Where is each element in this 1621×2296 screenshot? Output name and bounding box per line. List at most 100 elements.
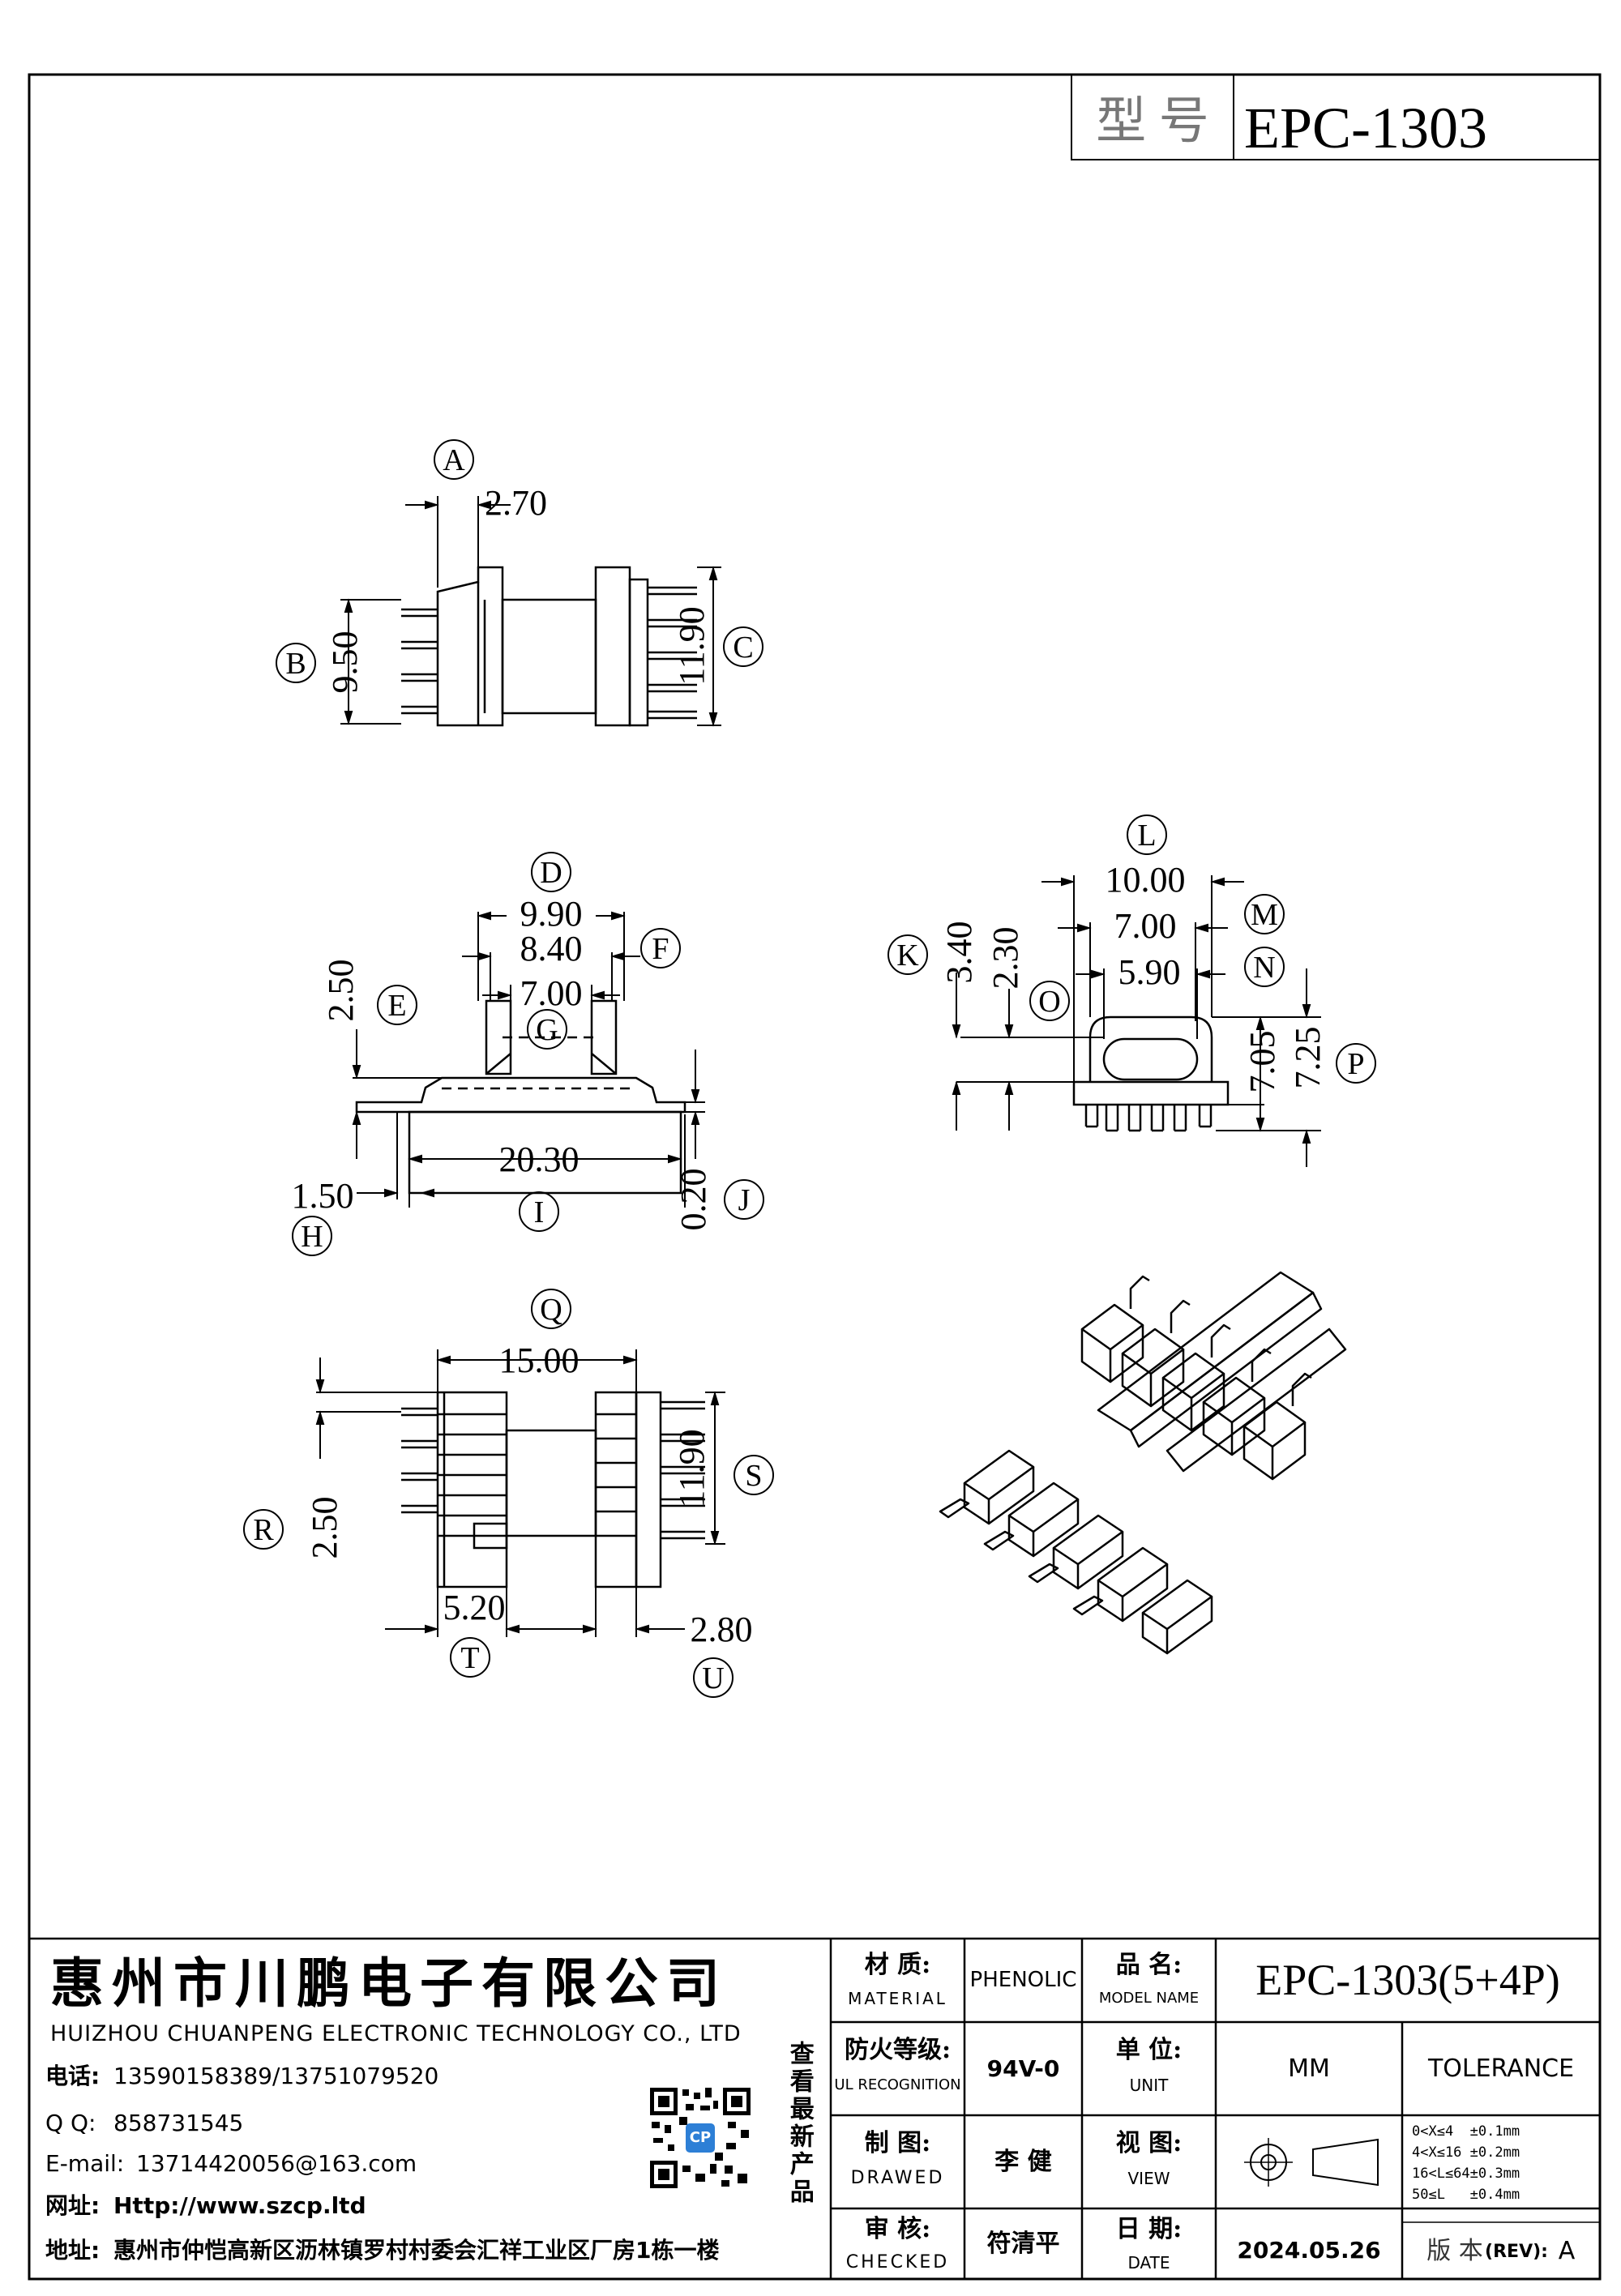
- label-N: N: [1253, 951, 1275, 985]
- model-value: EPC-1303: [1244, 96, 1487, 160]
- email-label: E-mail:: [45, 2150, 125, 2178]
- title-block-grid: [29, 1937, 1600, 2279]
- model-box: 型 号 EPC-1303: [1071, 74, 1601, 160]
- top-view: [276, 439, 763, 727]
- unit-label-en: UNIT: [1129, 2075, 1169, 2095]
- dim-Q-value: 15.00: [499, 1340, 580, 1380]
- material-label-en: MATERIAL: [848, 1988, 947, 2008]
- side-view: [887, 815, 1376, 1167]
- phone-label: 电话:: [45, 2063, 101, 2090]
- dim-P-value: 7.25: [1288, 1027, 1328, 1089]
- ul-label-en: UL RECOGNITION: [834, 2076, 961, 2093]
- dim-H-value: 1.50: [292, 1176, 354, 1216]
- label-I: I: [534, 1195, 545, 1229]
- dim-B-value: 9.50: [325, 631, 365, 694]
- dim-L-value: 10.00: [1106, 860, 1186, 900]
- email-value: 13714420056@163.com: [136, 2150, 417, 2178]
- label-S: S: [745, 1459, 762, 1493]
- label-H: H: [301, 1220, 323, 1254]
- model-name-value: EPC-1303(5+4P): [1255, 1956, 1560, 2005]
- web-label: 网址:: [45, 2192, 101, 2220]
- label-A: A: [443, 443, 465, 477]
- label-K: K: [896, 938, 919, 973]
- sheet-border: [28, 73, 1602, 2281]
- tolerance-label: TOLERANCE: [1427, 2054, 1575, 2083]
- date-label-cn: 日 期:: [1115, 2215, 1183, 2244]
- rev-value: A: [1558, 2237, 1576, 2266]
- dim-O-value: 2.30: [986, 927, 1025, 990]
- address-label: 地址:: [45, 2237, 101, 2264]
- label-C: C: [733, 631, 753, 665]
- material-value: PHENOLIC: [969, 1967, 1077, 1992]
- label-U: U: [702, 1661, 724, 1695]
- dim-J-value: 0.20: [674, 1169, 713, 1231]
- tolerance-line-4: 50≤L ±0.4mm: [1412, 2187, 1520, 2204]
- model-name-label-cn: 品 名:: [1115, 1951, 1183, 1980]
- model-name-label-en: MODEL NAME: [1098, 1989, 1200, 2007]
- label-J: J: [738, 1183, 751, 1217]
- date-label-en: DATE: [1127, 2252, 1170, 2272]
- label-O: O: [1038, 985, 1060, 1019]
- qr-code: CP: [647, 2084, 754, 2191]
- label-M: M: [1251, 898, 1278, 932]
- web-value: Http://www.szcp.ltd: [113, 2192, 366, 2220]
- label-P: P: [1347, 1047, 1364, 1081]
- qr-badge: CP: [689, 2128, 712, 2146]
- model-label: 型 号: [1096, 94, 1209, 149]
- qr-code-graphic: [647, 2084, 754, 2191]
- dim-S-value: 11.90: [672, 1429, 712, 1507]
- dim-T-value: 5.20: [443, 1588, 506, 1627]
- dim-705-value: 7.05: [1242, 1031, 1282, 1093]
- isometric-view: [939, 1271, 1347, 1655]
- label-L: L: [1137, 819, 1156, 853]
- dim-D-value: 9.90: [520, 894, 583, 934]
- dim-C-value: 11.90: [672, 606, 712, 685]
- drawn-label-en: DRAWED: [850, 2168, 945, 2189]
- drawn-value: 李 健: [994, 2147, 1052, 2176]
- label-B: B: [285, 647, 306, 681]
- dim-N-value: 5.90: [1118, 952, 1181, 992]
- unit-label-cn: 单 位:: [1115, 2036, 1183, 2065]
- dim-G-value: 7.00: [520, 973, 583, 1013]
- rev-label-cn: 版 本: [1426, 2237, 1483, 2266]
- view-label-en: VIEW: [1127, 2168, 1170, 2188]
- bottom-view: [243, 1289, 774, 1698]
- label-F: F: [652, 932, 669, 966]
- dim-K-value: 3.40: [939, 921, 979, 984]
- dim-A-value: 2.70: [485, 483, 547, 523]
- address-value: 惠州市仲恺高新区沥林镇罗村村委会汇祥工业区厂房1栋一楼: [113, 2237, 720, 2264]
- material-label-cn: 材 质:: [864, 1951, 931, 1980]
- label-D: D: [540, 856, 562, 890]
- ul-value: 94V-0: [986, 2054, 1060, 2082]
- qq-value: 858731545: [113, 2110, 244, 2137]
- label-R: R: [253, 1513, 274, 1547]
- tolerance-table: 0<X≤4 ±0.1mm 4<X≤16 ±0.2mm 16<L≤64±0.3mm…: [1412, 2122, 1597, 2206]
- checked-value: 符清平: [986, 2229, 1060, 2258]
- dim-E-value: 2.50: [321, 960, 361, 1022]
- view-label-cn: 视 图:: [1115, 2129, 1183, 2158]
- checked-label-en: CHECKED: [845, 2252, 950, 2273]
- checked-label-cn: 审 核:: [864, 2215, 931, 2244]
- dim-R-value: 2.50: [305, 1497, 344, 1559]
- dim-F-value: 8.40: [520, 929, 583, 968]
- drawn-label-cn: 制 图:: [864, 2129, 931, 2158]
- label-E: E: [387, 989, 406, 1023]
- date-value: 2024.05.26: [1237, 2237, 1381, 2264]
- unit-value: MM: [1288, 2054, 1330, 2083]
- qq-label: Q Q:: [45, 2110, 96, 2137]
- tolerance-line-2: 4<X≤16 ±0.2mm: [1412, 2144, 1520, 2161]
- dim-U-value: 2.80: [691, 1610, 753, 1649]
- label-T: T: [460, 1641, 479, 1675]
- label-G: G: [536, 1013, 558, 1047]
- rev-label-en: (REV):: [1485, 2242, 1548, 2263]
- company-name-cn: 惠州市川鹏电子有限公司: [50, 1952, 728, 2016]
- company-name-en: HUIZHOU CHUANPENG ELECTRONIC TECHNOLOGY …: [50, 2020, 742, 2046]
- phone-value: 13590158389/13751079520: [113, 2063, 439, 2090]
- tolerance-line-3: 16<L≤64±0.3mm: [1412, 2166, 1520, 2183]
- ul-label-cn: 防火等级:: [844, 2036, 952, 2065]
- dim-I-value: 20.30: [499, 1139, 580, 1179]
- dim-M-value: 7.00: [1114, 906, 1177, 946]
- qr-caption: 查看最新产品: [785, 2041, 814, 2206]
